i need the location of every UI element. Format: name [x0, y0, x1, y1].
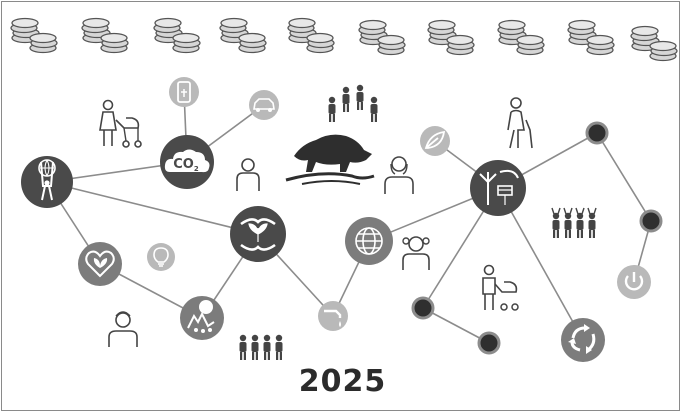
coin-stack-icon — [219, 17, 267, 54]
coin-stack-icon — [153, 17, 201, 54]
globe-node — [345, 217, 393, 265]
coin-stack-icon — [10, 17, 58, 54]
person-icon — [236, 158, 260, 192]
co2-text: CO2 — [173, 157, 199, 173]
small-black-nodes — [411, 121, 663, 355]
heart-leaf-node — [78, 242, 122, 286]
recycle-node — [561, 318, 605, 362]
coin-stack-icon — [427, 19, 475, 56]
coin-stack-icon — [567, 19, 615, 56]
coin-stack-icon — [358, 19, 406, 56]
network-dot — [639, 209, 663, 233]
heart-leaf-icon — [85, 250, 115, 278]
network-dot — [411, 296, 435, 320]
network-dot — [585, 121, 609, 145]
cheering-group-icon — [551, 207, 597, 238]
co2-cloud-icon — [164, 149, 210, 173]
boy-icon — [108, 311, 138, 347]
globe-icon — [355, 227, 383, 255]
coin-stack-icon — [630, 25, 678, 62]
wild-boar-icon — [285, 134, 375, 185]
fruit-icon — [187, 300, 215, 333]
leaf-icon — [424, 130, 446, 149]
hands-holding-plant-icon — [240, 218, 276, 251]
co2-node: CO2 — [160, 135, 214, 189]
family-icon — [328, 84, 378, 122]
hands-plant-node — [230, 206, 286, 262]
group-of-people-icon — [239, 334, 283, 360]
leaf-node — [420, 126, 450, 156]
person-holding-globe-icon — [38, 159, 56, 201]
girl-icon — [402, 236, 430, 270]
fruit-node — [180, 296, 224, 340]
power-icon — [624, 275, 644, 291]
woman-icon — [384, 156, 414, 194]
parent-with-stroller-icon — [99, 99, 142, 148]
light-bulb-node — [147, 243, 175, 271]
year-label: 2025 — [298, 364, 387, 399]
device-node — [169, 77, 199, 107]
elderly-person-icon — [507, 97, 533, 149]
coin-stack-icon — [287, 17, 335, 54]
coin-stack-icon — [81, 17, 129, 54]
power-node — [617, 265, 651, 299]
car-icon — [253, 98, 275, 110]
phone-icon — [177, 81, 191, 103]
water-drop-icon — [324, 309, 342, 318]
coin-stack-row — [10, 17, 678, 62]
network-dot — [477, 331, 501, 355]
people-figures — [99, 84, 597, 360]
coin-stack-icon — [497, 19, 545, 56]
electric-car-node — [249, 90, 279, 120]
person-holding-globe-node — [21, 156, 73, 208]
light-bulb-icon — [153, 247, 169, 267]
wind-solar-node — [470, 160, 526, 216]
wind-turbine-solar-icon — [479, 169, 519, 205]
water-node — [318, 301, 348, 331]
father-with-stroller-icon — [482, 264, 519, 311]
